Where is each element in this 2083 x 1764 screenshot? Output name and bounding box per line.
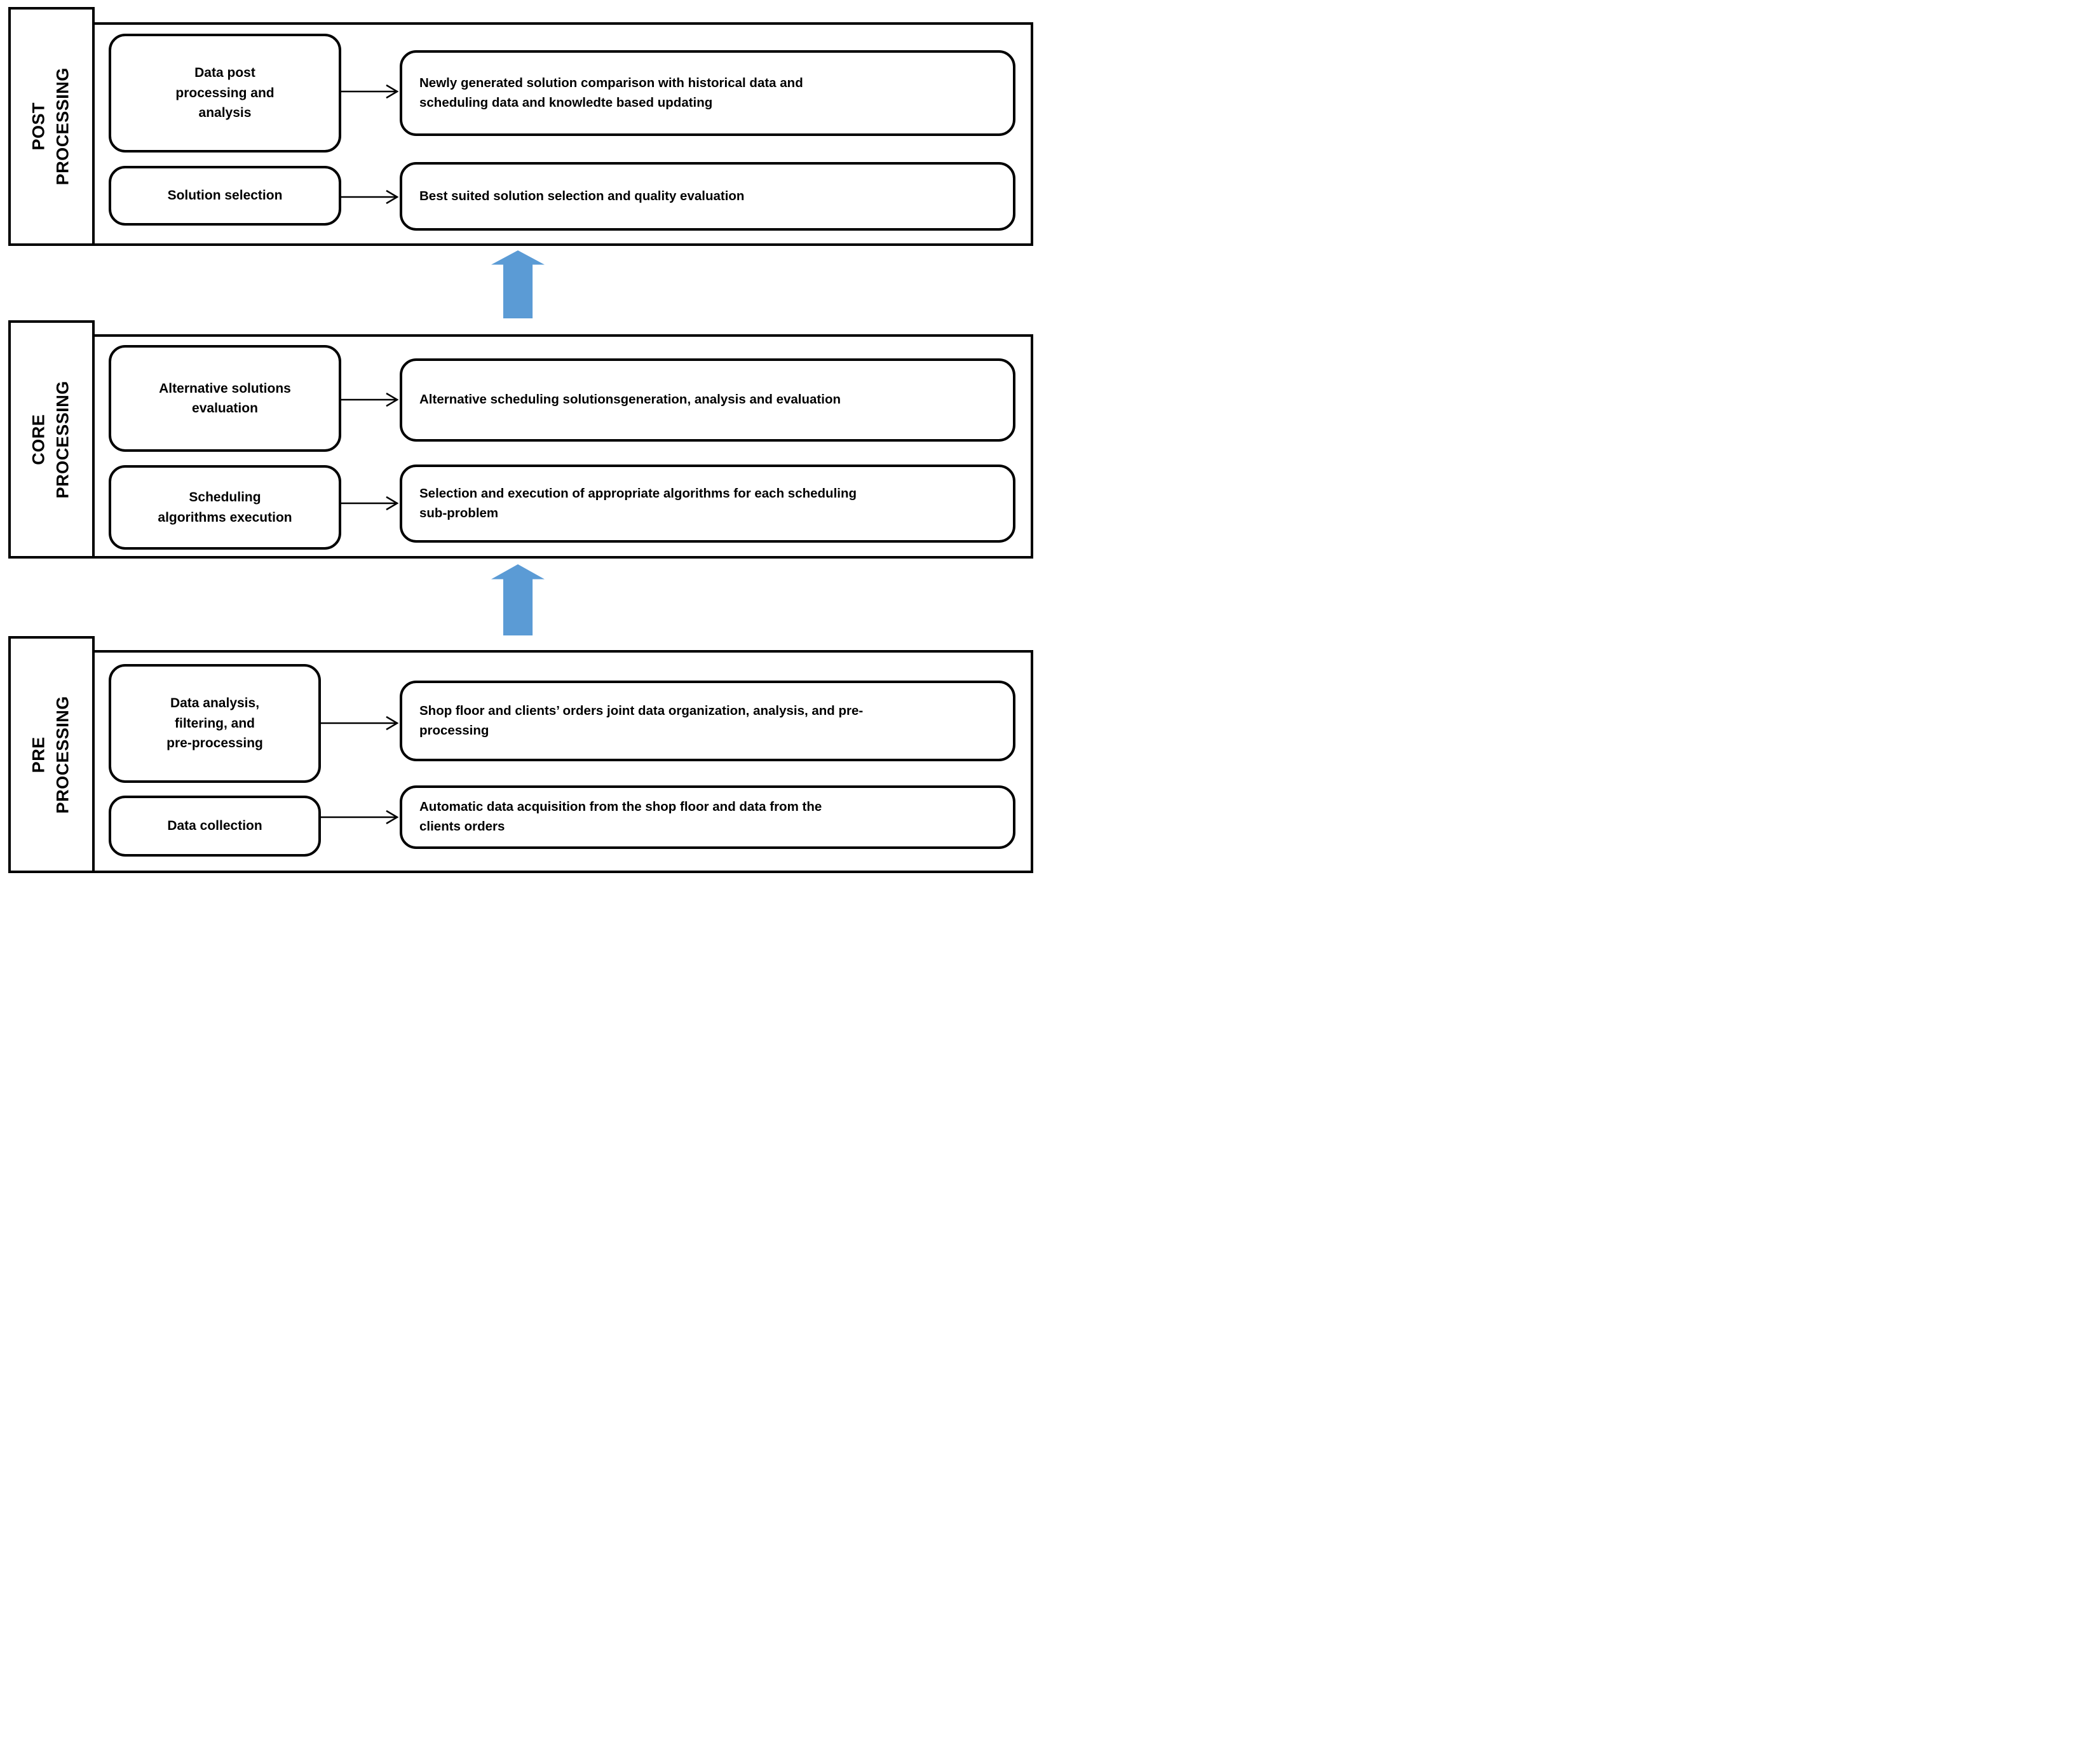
section-post-label-line1: POST	[29, 102, 49, 151]
pre-row1-source-label: Data analysis, filtering, and pre-proces…	[166, 696, 263, 751]
up-arrow-core-to-post-icon	[491, 250, 545, 318]
core-row2-source-box: Scheduling algorithms execution	[109, 465, 341, 550]
section-post-label: POST PROCESSING	[27, 67, 76, 185]
section-pre-label-line2: PROCESSING	[53, 695, 73, 814]
section-core-label-box: CORE PROCESSING	[8, 320, 95, 559]
post-row2-target-box: Best suited solution selection and quali…	[400, 162, 1015, 231]
pre-row2-flow-arrow-icon	[321, 810, 399, 825]
pre-row2-source-box: Data collection	[109, 796, 321, 857]
section-core-label: CORE PROCESSING	[27, 381, 76, 498]
post-row2-source-box: Solution selection	[109, 166, 341, 226]
core-row1-source-box: Alternative solutions evaluation	[109, 345, 341, 452]
core-row2-target-label: Selection and execution of appropriate a…	[419, 485, 857, 520]
section-post-label-line2: PROCESSING	[53, 67, 73, 186]
pre-row2-target-label: Automatic data acquisition from the shop…	[419, 799, 822, 834]
up-arrow-pre-to-core-icon	[491, 564, 545, 635]
pre-row1-flow-arrow-icon	[321, 716, 399, 731]
scheduling-architecture-diagram: POST PROCESSING Data post processing and…	[0, 0, 1042, 882]
core-row1-target-label: Alternative scheduling solutionsgenerati…	[419, 392, 841, 407]
core-row1-flow-arrow-icon	[341, 392, 399, 407]
post-row1-source-label: Data post processing and analysis	[175, 65, 275, 121]
post-row1-target-box: Newly generated solution comparison with…	[400, 50, 1015, 136]
section-core-label-line2: PROCESSING	[53, 380, 73, 499]
pre-row2-target-box: Automatic data acquisition from the shop…	[400, 785, 1015, 849]
section-pre-label-line1: PRE	[29, 736, 49, 773]
post-row2-source-label: Solution selection	[167, 188, 283, 203]
post-row1-target-label: Newly generated solution comparison with…	[419, 75, 803, 110]
pre-row1-source-box: Data analysis, filtering, and pre-proces…	[109, 664, 321, 783]
post-row2-flow-arrow-icon	[341, 189, 399, 205]
core-row2-target-box: Selection and execution of appropriate a…	[400, 465, 1015, 543]
post-row1-flow-arrow-icon	[341, 84, 399, 99]
post-row1-source-box: Data post processing and analysis	[109, 34, 341, 153]
core-row1-source-label: Alternative solutions evaluation	[159, 381, 291, 416]
section-post-label-box: POST PROCESSING	[8, 7, 95, 246]
pre-row2-source-label: Data collection	[167, 818, 262, 834]
section-pre-label: PRE PROCESSING	[27, 696, 76, 813]
core-row2-source-label: Scheduling algorithms execution	[158, 490, 292, 525]
core-row1-target-box: Alternative scheduling solutionsgenerati…	[400, 358, 1015, 442]
post-row2-target-label: Best suited solution selection and quali…	[419, 188, 745, 203]
core-row2-flow-arrow-icon	[341, 496, 399, 511]
section-core-label-line1: CORE	[29, 414, 49, 465]
section-pre-label-box: PRE PROCESSING	[8, 636, 95, 873]
pre-row1-target-label: Shop floor and clients’ orders joint dat…	[419, 703, 864, 738]
pre-row1-target-box: Shop floor and clients’ orders joint dat…	[400, 681, 1015, 761]
